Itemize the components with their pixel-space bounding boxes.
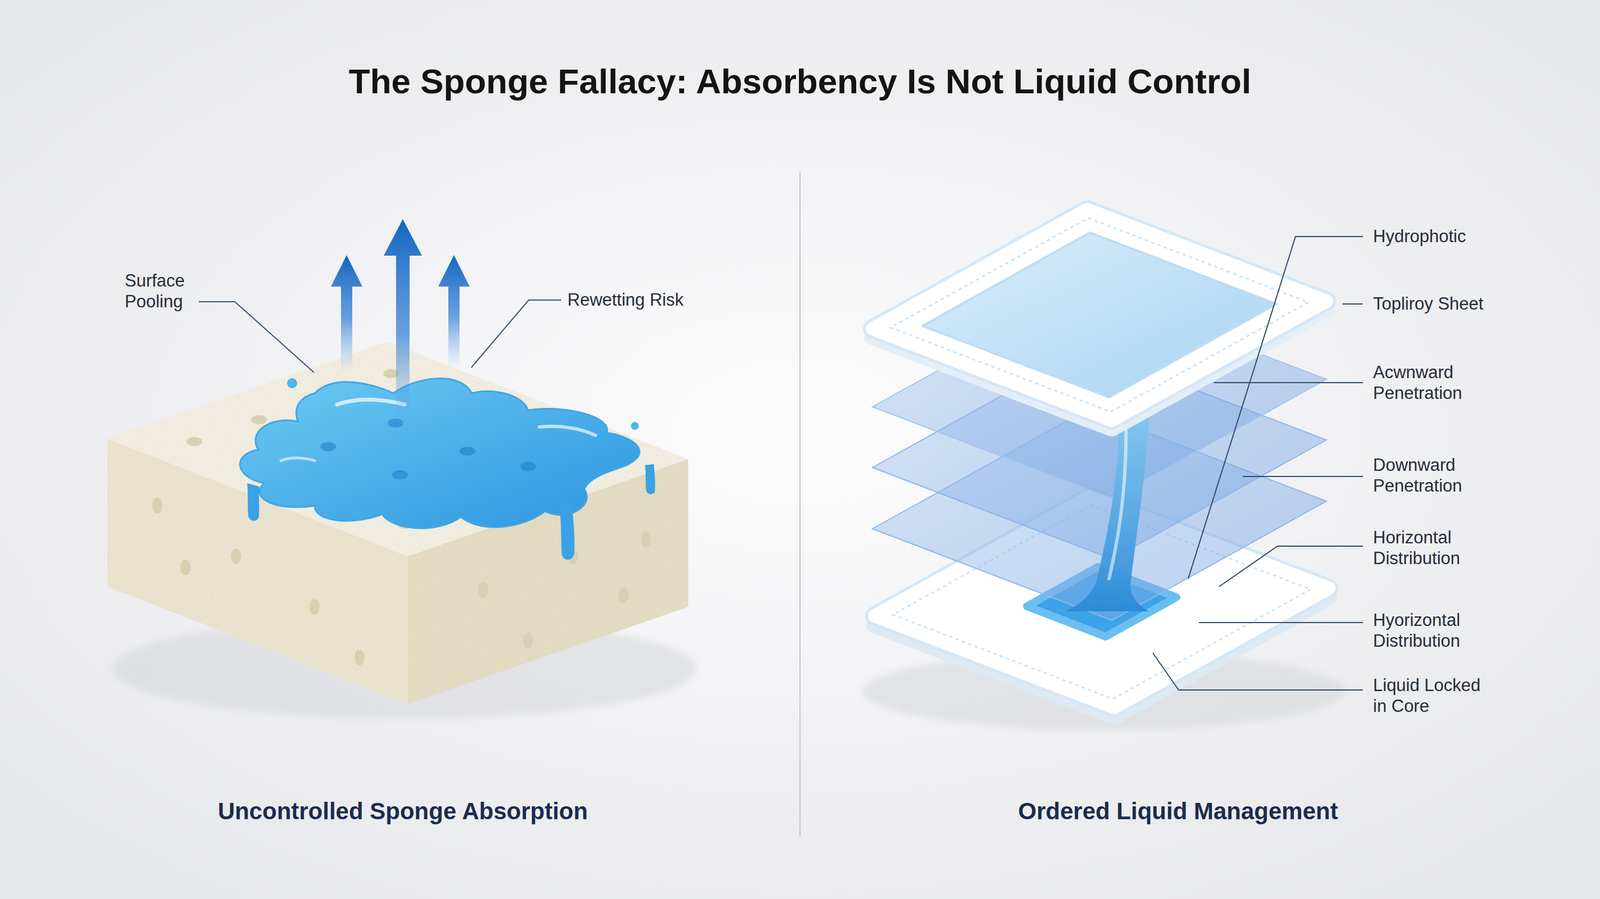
up-arrow	[383, 219, 422, 429]
splash-holes	[320, 418, 536, 480]
leader-line	[1198, 621, 1363, 624]
sponge-hole	[320, 442, 336, 452]
layer-label: Downward Penetration	[1373, 455, 1494, 497]
sponge-hole	[251, 415, 267, 425]
liquid-splash	[239, 378, 640, 529]
sponge-hole	[618, 587, 629, 604]
layer-label: Hyorizontal Distribution	[1373, 610, 1494, 652]
leader-line	[1214, 382, 1363, 384]
layer-label: Topliroy Sheet	[1373, 293, 1484, 315]
top-sheet	[872, 209, 1327, 421]
up-arrow	[438, 255, 470, 368]
top-sheet	[872, 209, 1327, 421]
sponge-hole	[230, 548, 242, 565]
liquid-drip	[247, 483, 260, 521]
top-sheet-surface	[922, 232, 1277, 398]
sponge-hole	[186, 437, 203, 447]
layered-pad-illustration	[862, 209, 1346, 731]
sponge-hole	[309, 598, 320, 615]
leader-line	[1219, 546, 1363, 587]
sponge-hole	[354, 649, 365, 666]
sponge-hole	[180, 559, 191, 576]
sponge-hole	[478, 582, 489, 598]
callout-label: Rewetting Risk	[567, 289, 684, 311]
leader-line	[1188, 236, 1363, 579]
leader-line	[1152, 652, 1363, 690]
layer-label: Hydrophotic	[1373, 226, 1466, 248]
up-arrow	[330, 255, 363, 373]
layer-label: Liquid Locked in Core	[1373, 675, 1494, 717]
highlight	[539, 426, 596, 436]
liquid-drip	[558, 502, 575, 560]
leader-line	[471, 300, 562, 368]
sponge-hole	[152, 497, 163, 514]
sponge-hole	[459, 446, 476, 456]
leader-lines	[1152, 236, 1363, 690]
sponge-hole	[520, 461, 536, 471]
callout-label: Surface Pooling	[124, 270, 221, 312]
sponge-hole	[392, 470, 408, 480]
highlight	[280, 457, 315, 461]
leader-line	[198, 301, 315, 373]
highlight	[337, 399, 405, 405]
sponge-hole	[523, 632, 534, 649]
highlight	[1108, 415, 1126, 579]
leader-lines	[198, 300, 562, 373]
divider-line	[799, 171, 801, 838]
panel-caption: Uncontrolled Sponge Absorption	[150, 797, 656, 826]
droplet	[630, 421, 639, 430]
sponge-illustration	[107, 219, 697, 720]
layer-label: Acwnward Penetration	[1373, 362, 1494, 404]
leader-line	[1342, 303, 1363, 305]
title-heading: The Sponge Fallacy: Absorbency Is Not Li…	[0, 60, 1600, 103]
layer-label: Horizontal Distribution	[1373, 527, 1494, 569]
liquid-drip	[644, 464, 656, 495]
panel-caption: Ordered Liquid Management	[925, 797, 1431, 826]
droplet	[287, 378, 298, 389]
sponge-hole	[641, 531, 652, 548]
leader-line	[1242, 475, 1363, 477]
